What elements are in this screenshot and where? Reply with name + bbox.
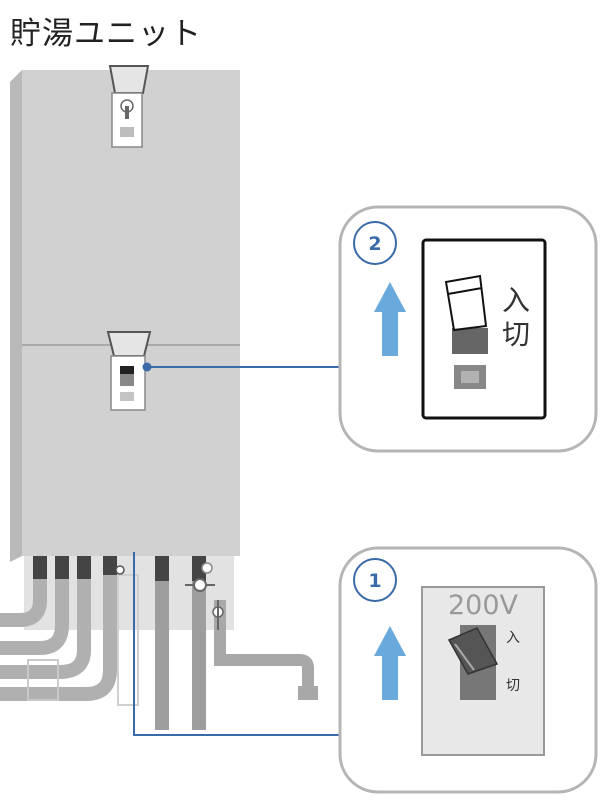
middle-breaker-slot: [120, 374, 134, 386]
step-1-number: 1: [368, 570, 381, 592]
valve-knob-icon: [193, 578, 207, 592]
top-switch-lever: [125, 106, 129, 119]
callout-step-1: 1 200V 入 切: [338, 546, 598, 794]
storage-unit: [10, 65, 240, 562]
switch-1-off-label: 切: [506, 678, 520, 694]
arrow-up-icon: [374, 626, 406, 700]
page-title: 貯湯ユニット: [10, 16, 202, 52]
breaker-toggle: [444, 274, 488, 332]
coupling-3: [77, 555, 91, 579]
coupling-5: [155, 555, 169, 581]
pipe-left-1: [0, 565, 47, 627]
unit-side-panel: [10, 70, 22, 562]
piping: [0, 555, 318, 730]
switch-2-off-label: 切: [502, 318, 530, 351]
valve-gauge-icon: [201, 562, 213, 574]
pipe-left-2: [0, 565, 69, 655]
step-2-badge: [353, 221, 397, 265]
leader-line-1: [133, 552, 340, 736]
top-switch-indicator: [120, 127, 134, 137]
switch-1-on-label: 入: [506, 630, 520, 646]
breaker-indicator-inner: [461, 371, 479, 383]
pipe-vertical-2: [192, 560, 206, 730]
voltage-label: 200V: [448, 590, 519, 621]
step-2-number: 2: [368, 233, 381, 255]
valve-small-icon: [115, 565, 125, 575]
top-cover-bracket: [108, 65, 150, 94]
pipe-vertical-1: [155, 560, 169, 730]
pipe-bracket: [27, 659, 59, 701]
pipe-left-4: [0, 565, 117, 701]
coupling-1: [33, 555, 47, 579]
coupling-2: [55, 555, 69, 579]
step-1-badge: [353, 558, 397, 602]
unit-front-panel: [22, 70, 240, 556]
drain-pipe: [214, 600, 314, 690]
coupling-6: [192, 555, 206, 581]
middle-breaker-indicator: [120, 392, 134, 401]
drain-cap: [298, 686, 318, 700]
switch-2-on-label: 入: [502, 284, 530, 317]
callout-step-2: 2 入 切: [338, 205, 598, 453]
pipe-guard: [117, 574, 139, 706]
switch-200v-toggle-edge: [454, 643, 475, 671]
middle-breaker-lever: [120, 366, 134, 374]
coupling-4: [103, 555, 117, 575]
breaker-toggle-edge: [447, 287, 483, 295]
switch-200v-toggle: [447, 627, 499, 675]
arrow-up-icon: [374, 282, 406, 356]
breaker-lower-slot: [452, 328, 488, 354]
pipe-left-3: [0, 565, 91, 679]
middle-cover-bracket: [106, 331, 152, 357]
